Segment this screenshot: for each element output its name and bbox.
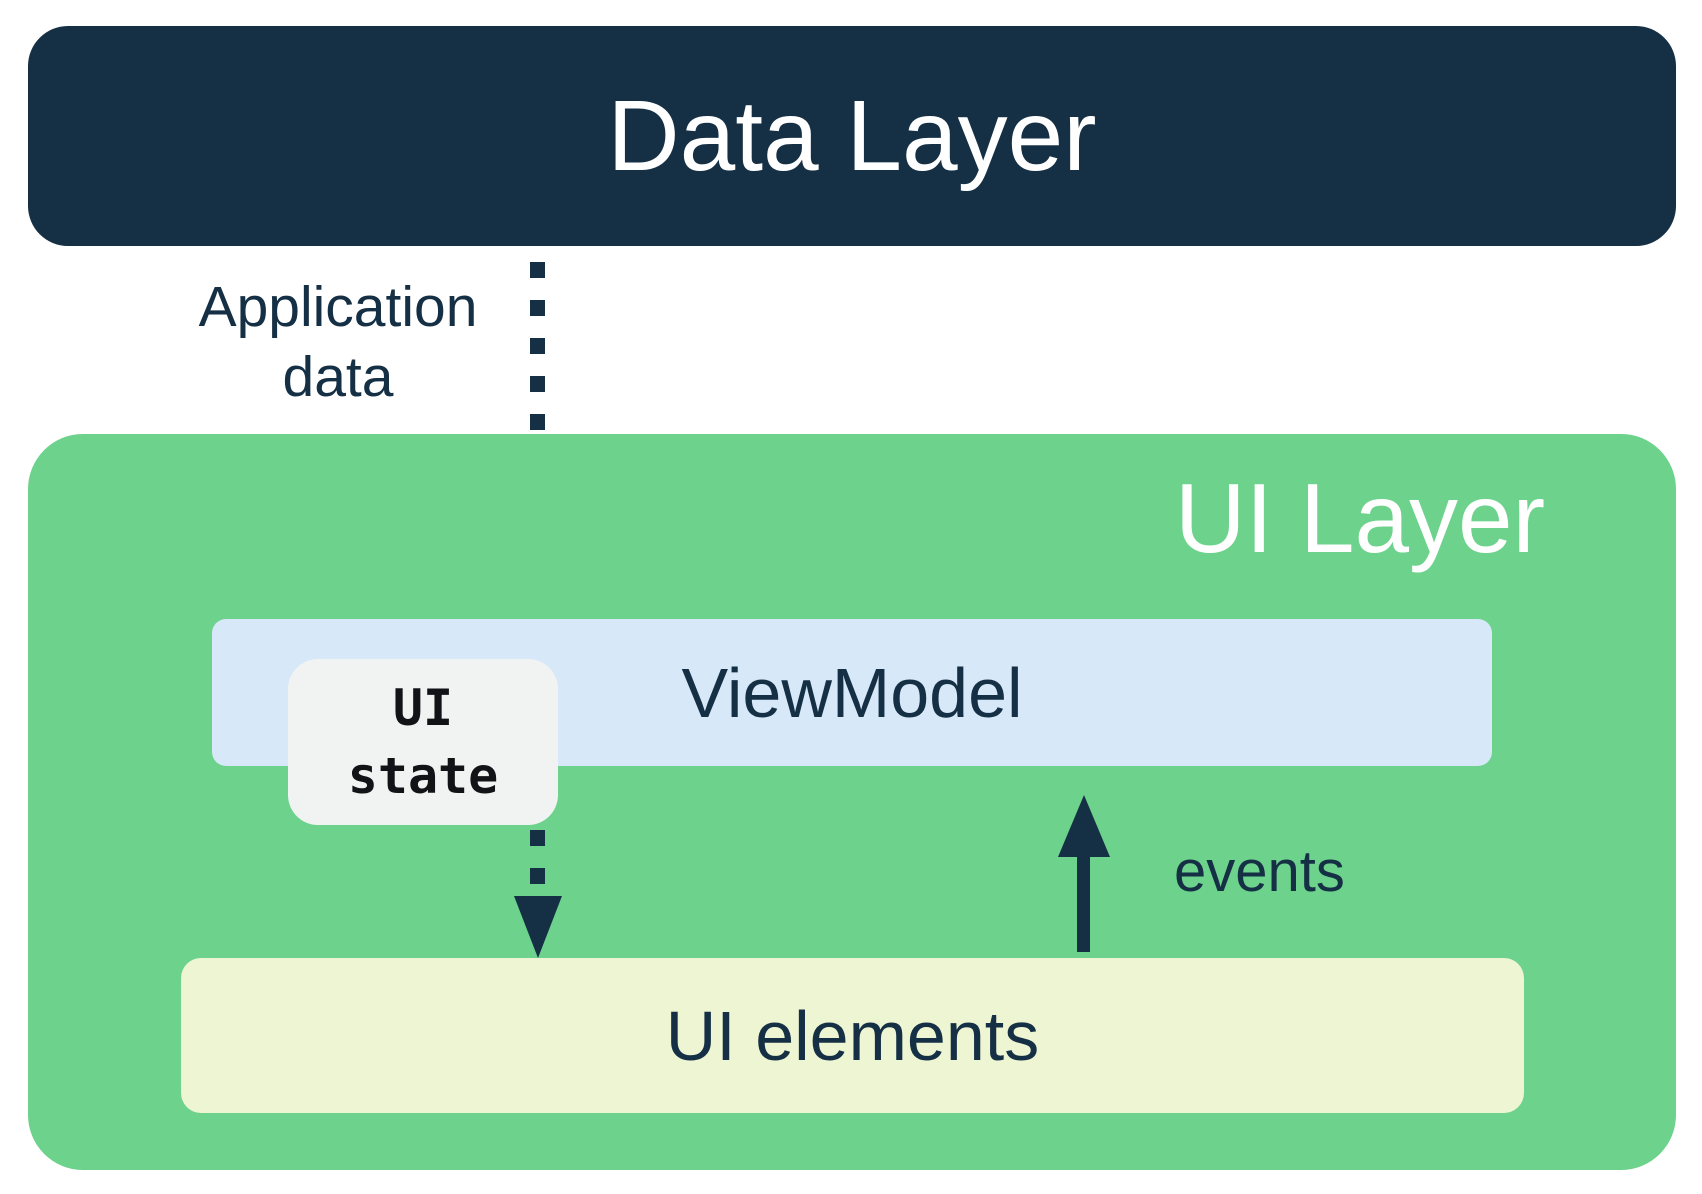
application-data-label: Application data <box>158 272 518 412</box>
ui-state-badge-line2: state <box>347 747 499 805</box>
application-data-label-line1: Application <box>198 275 478 339</box>
ui-state-dashed-line-icon <box>530 830 545 888</box>
ui-state-arrowhead-icon <box>514 896 562 958</box>
events-arrow-shaft-icon <box>1077 850 1090 952</box>
ui-elements-label: UI elements <box>665 996 1040 1075</box>
viewmodel-label: ViewModel <box>681 653 1023 732</box>
ui-state-badge-line1: UI <box>392 679 454 737</box>
data-layer-label: Data Layer <box>607 79 1097 192</box>
ui-state-badge: UI state <box>288 659 558 825</box>
events-arrowhead-icon <box>1058 795 1110 857</box>
events-label: events <box>1174 839 1345 904</box>
ui-layer-label: UI Layer <box>1174 463 1546 573</box>
data-layer-box: Data Layer <box>28 26 1676 246</box>
application-data-label-line2: data <box>282 345 394 409</box>
ui-elements-box: UI elements <box>181 958 1524 1113</box>
